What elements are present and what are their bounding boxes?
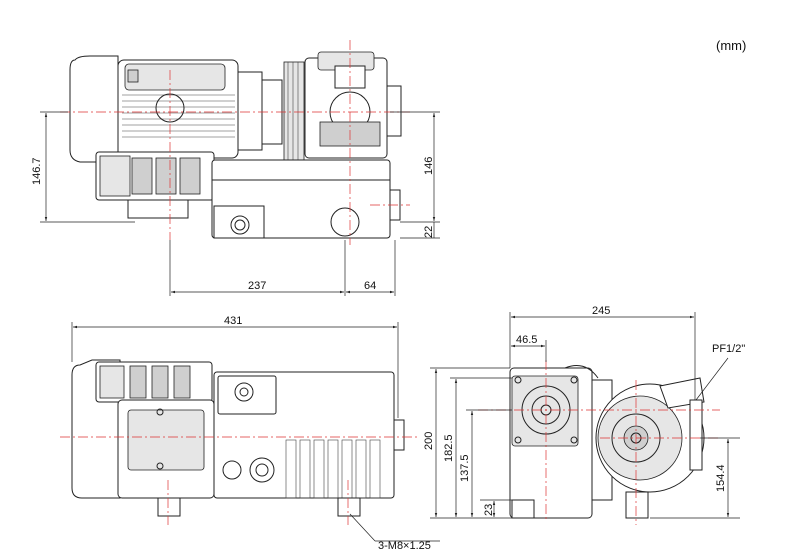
dim-label-200: 200 — [423, 432, 435, 450]
dim-label-431: 431 — [224, 315, 242, 327]
dim-height-137: 137.5 — [459, 411, 474, 517]
dim-height-total: 146.7 — [31, 111, 135, 223]
dim-label-237: 237 — [248, 280, 266, 292]
callout-mount-thread: 3-M8×1.25 — [349, 513, 440, 552]
dim-label-22: 22 — [423, 226, 435, 238]
dim-label-46-5: 46.5 — [516, 334, 537, 346]
callout-mount-label: 3-M8×1.25 — [378, 540, 431, 552]
dim-overall-length: 431 — [71, 315, 399, 418]
dim-label-245: 245 — [592, 305, 610, 317]
callout-port: PF1/2" — [695, 343, 745, 401]
dim-height-200: 200 — [423, 369, 438, 517]
dim-length-237: 237 64 — [169, 240, 396, 296]
dim-label-64: 64 — [364, 280, 376, 292]
dim-height-base: 146 22 — [390, 111, 440, 239]
dim-label-23: 23 — [483, 504, 495, 516]
dim-height-23: 23 — [483, 501, 496, 517]
side-view: 431 3-M8×1.25 — [60, 315, 440, 552]
dim-label-146: 146 — [423, 157, 435, 175]
dim-width-46: 46.5 — [511, 334, 547, 362]
top-view: 146.7 146 22 237 64 — [31, 40, 440, 296]
end-view: 245 46.5 PF1/2" 200 182.5 137.5 — [423, 305, 745, 525]
callout-port-label: PF1/2" — [712, 343, 745, 355]
dim-height-182: 182.5 — [443, 379, 458, 517]
dim-width-total: 245 — [509, 305, 696, 400]
unit-label: (mm) — [716, 38, 746, 53]
dim-height-154: 154.4 — [650, 437, 740, 519]
dim-label-182-5: 182.5 — [443, 434, 455, 462]
dim-label-154-4: 154.4 — [715, 464, 727, 492]
dim-label-137-5: 137.5 — [459, 454, 471, 482]
dim-label-146-7: 146.7 — [31, 157, 43, 185]
